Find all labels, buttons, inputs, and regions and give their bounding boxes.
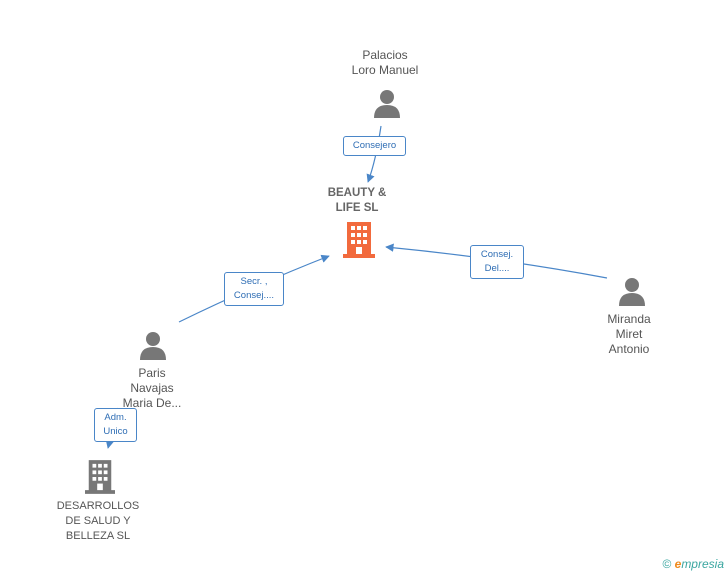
brand-name: mpresia [681, 557, 724, 571]
edge-label-adm-unico[interactable]: Adm. Unico [94, 408, 137, 442]
edge-palacios-to-main [366, 125, 382, 183]
company-name-line: DESARROLLOS [56, 500, 140, 512]
building-icon-main[interactable] [343, 222, 375, 258]
company-name-line: LIFE SL [335, 202, 379, 214]
person-label-paris[interactable]: Paris Navajas Maria De... [110, 366, 194, 411]
person-name-line: Palacios [362, 48, 408, 62]
edge-label-text: Consej. [480, 249, 514, 260]
edge-label-text: Adm. [104, 412, 127, 423]
edge-label-text: Secr. , [240, 276, 268, 287]
empresia-watermark: © empresia [662, 557, 724, 571]
person-name-line: Loro Manuel [351, 63, 419, 77]
person-icon[interactable] [372, 88, 402, 118]
person-name-line: Maria De... [122, 396, 182, 410]
person-name-line: Antonio [608, 342, 650, 356]
person-label-miranda[interactable]: Miranda Miret Antonio [592, 312, 666, 357]
person-label-palacios[interactable]: Palacios Loro Manuel [330, 48, 440, 78]
edge-label-consejero[interactable]: Consejero [343, 136, 406, 156]
person-name-line: Miret [615, 327, 643, 341]
edge-label-consej-del[interactable]: Consej. Del.... [470, 245, 524, 279]
edge-label-text: Consej.... [233, 290, 275, 301]
person-name-line: Navajas [130, 381, 174, 395]
building-icon[interactable] [85, 460, 115, 494]
person-icon[interactable] [617, 276, 647, 306]
main-company-label[interactable]: BEAUTY & LIFE SL [305, 186, 409, 216]
person-name-line: Miranda [607, 312, 651, 326]
copyright-symbol: © [662, 557, 672, 571]
edge-label-text: Consejero [352, 140, 397, 151]
company-label-desarrollos[interactable]: DESARROLLOS DE SALUD Y BELLEZA SL [46, 499, 150, 544]
brand-initial: e [674, 557, 682, 571]
edge-label-text: Del.... [484, 263, 510, 274]
company-name-line: BELLEZA SL [65, 530, 131, 542]
edge-label-text: Unico [103, 426, 128, 437]
company-name-line: BEAUTY & [327, 187, 387, 199]
edge-label-secr-consej[interactable]: Secr. , Consej.... [224, 272, 284, 306]
person-icon[interactable] [138, 330, 168, 360]
person-name-line: Paris [138, 366, 166, 380]
company-name-line: DE SALUD Y [65, 515, 131, 527]
